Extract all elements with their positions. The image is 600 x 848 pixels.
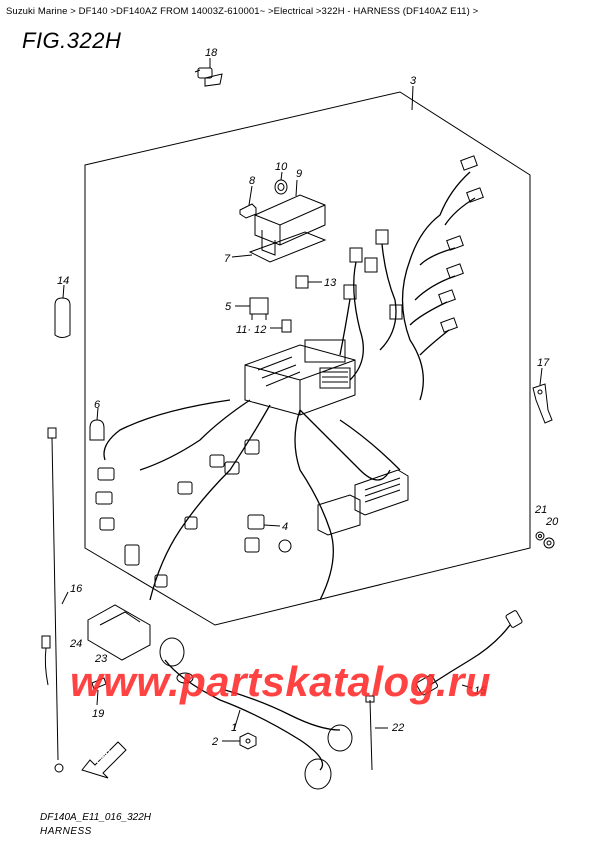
bracket-part-17 <box>532 367 553 424</box>
callout-1[interactable]: 1 <box>231 722 237 734</box>
washer-part-21 <box>535 531 545 541</box>
connector-part-24 <box>41 635 51 686</box>
callout-10[interactable]: 10 <box>275 161 288 173</box>
callout-24[interactable]: 24 <box>69 638 82 650</box>
callout-22[interactable]: 22 <box>391 722 404 734</box>
cap-part-14 <box>54 284 71 338</box>
callout-20[interactable]: 20 <box>545 516 559 528</box>
holder-plate <box>87 604 151 661</box>
junction-box <box>244 339 356 416</box>
callout-6[interactable]: 6 <box>94 399 101 411</box>
clip-part-8 <box>239 185 257 219</box>
callout-19[interactable]: 19 <box>92 708 104 720</box>
wire-part-16 <box>47 427 69 773</box>
pad-part-7 <box>231 231 327 263</box>
grommet-part-10 <box>274 171 288 195</box>
callout-13[interactable]: 13 <box>324 277 337 289</box>
connector-part-13 <box>295 275 322 289</box>
callout-2[interactable]: 2 <box>211 736 218 748</box>
right-connectors <box>343 155 484 333</box>
callout-14[interactable]: 14 <box>57 275 69 287</box>
callout-3[interactable]: 3 <box>410 75 417 87</box>
nut-part-2 <box>222 732 257 750</box>
callout-18[interactable]: 18 <box>205 47 218 59</box>
connector-part-4 <box>247 514 292 553</box>
callout-23[interactable]: 23 <box>94 653 108 665</box>
fwd-arrow <box>81 741 127 779</box>
callout-11-12[interactable]: 11· 12 <box>236 324 266 336</box>
relay-part-5 <box>235 297 269 320</box>
plug-part-6 <box>89 407 105 441</box>
callout-17[interactable]: 17 <box>537 357 550 369</box>
main-harness-wires <box>103 171 476 601</box>
breadcrumb[interactable]: Suzuki Marine > DF140 >DF140AZ FROM 1400… <box>6 6 479 17</box>
harness-part-15 <box>415 610 523 696</box>
callout-4[interactable]: 4 <box>282 521 288 533</box>
harness-part-1 <box>159 637 353 790</box>
ecm-module-part-9 <box>254 179 326 256</box>
callout-8[interactable]: 8 <box>249 175 256 187</box>
callout-16[interactable]: 16 <box>70 583 83 595</box>
assembly-outline <box>84 91 531 626</box>
fuse-part-11-12 <box>270 319 292 333</box>
bolt-part-19 <box>91 677 107 706</box>
ecu-connectors <box>317 469 409 536</box>
washer-part-20 <box>543 537 555 549</box>
tie-part-22 <box>365 695 388 771</box>
callout-21[interactable]: 21 <box>534 504 547 516</box>
watermark: www.partskatalog.ru <box>70 658 492 705</box>
figure-title: FIG.322H <box>22 28 122 53</box>
callout-7[interactable]: 7 <box>224 253 231 265</box>
callout-9[interactable]: 9 <box>296 168 302 180</box>
clip-part-18 <box>194 58 223 87</box>
callout-5[interactable]: 5 <box>225 301 232 313</box>
diagram-name: HARNESS <box>40 826 92 837</box>
fwd-label: FWD <box>94 748 113 767</box>
diagram-code: DF140A_E11_016_322H <box>40 812 152 823</box>
left-connectors <box>95 439 260 588</box>
callout-15[interactable]: 15 <box>474 685 487 697</box>
